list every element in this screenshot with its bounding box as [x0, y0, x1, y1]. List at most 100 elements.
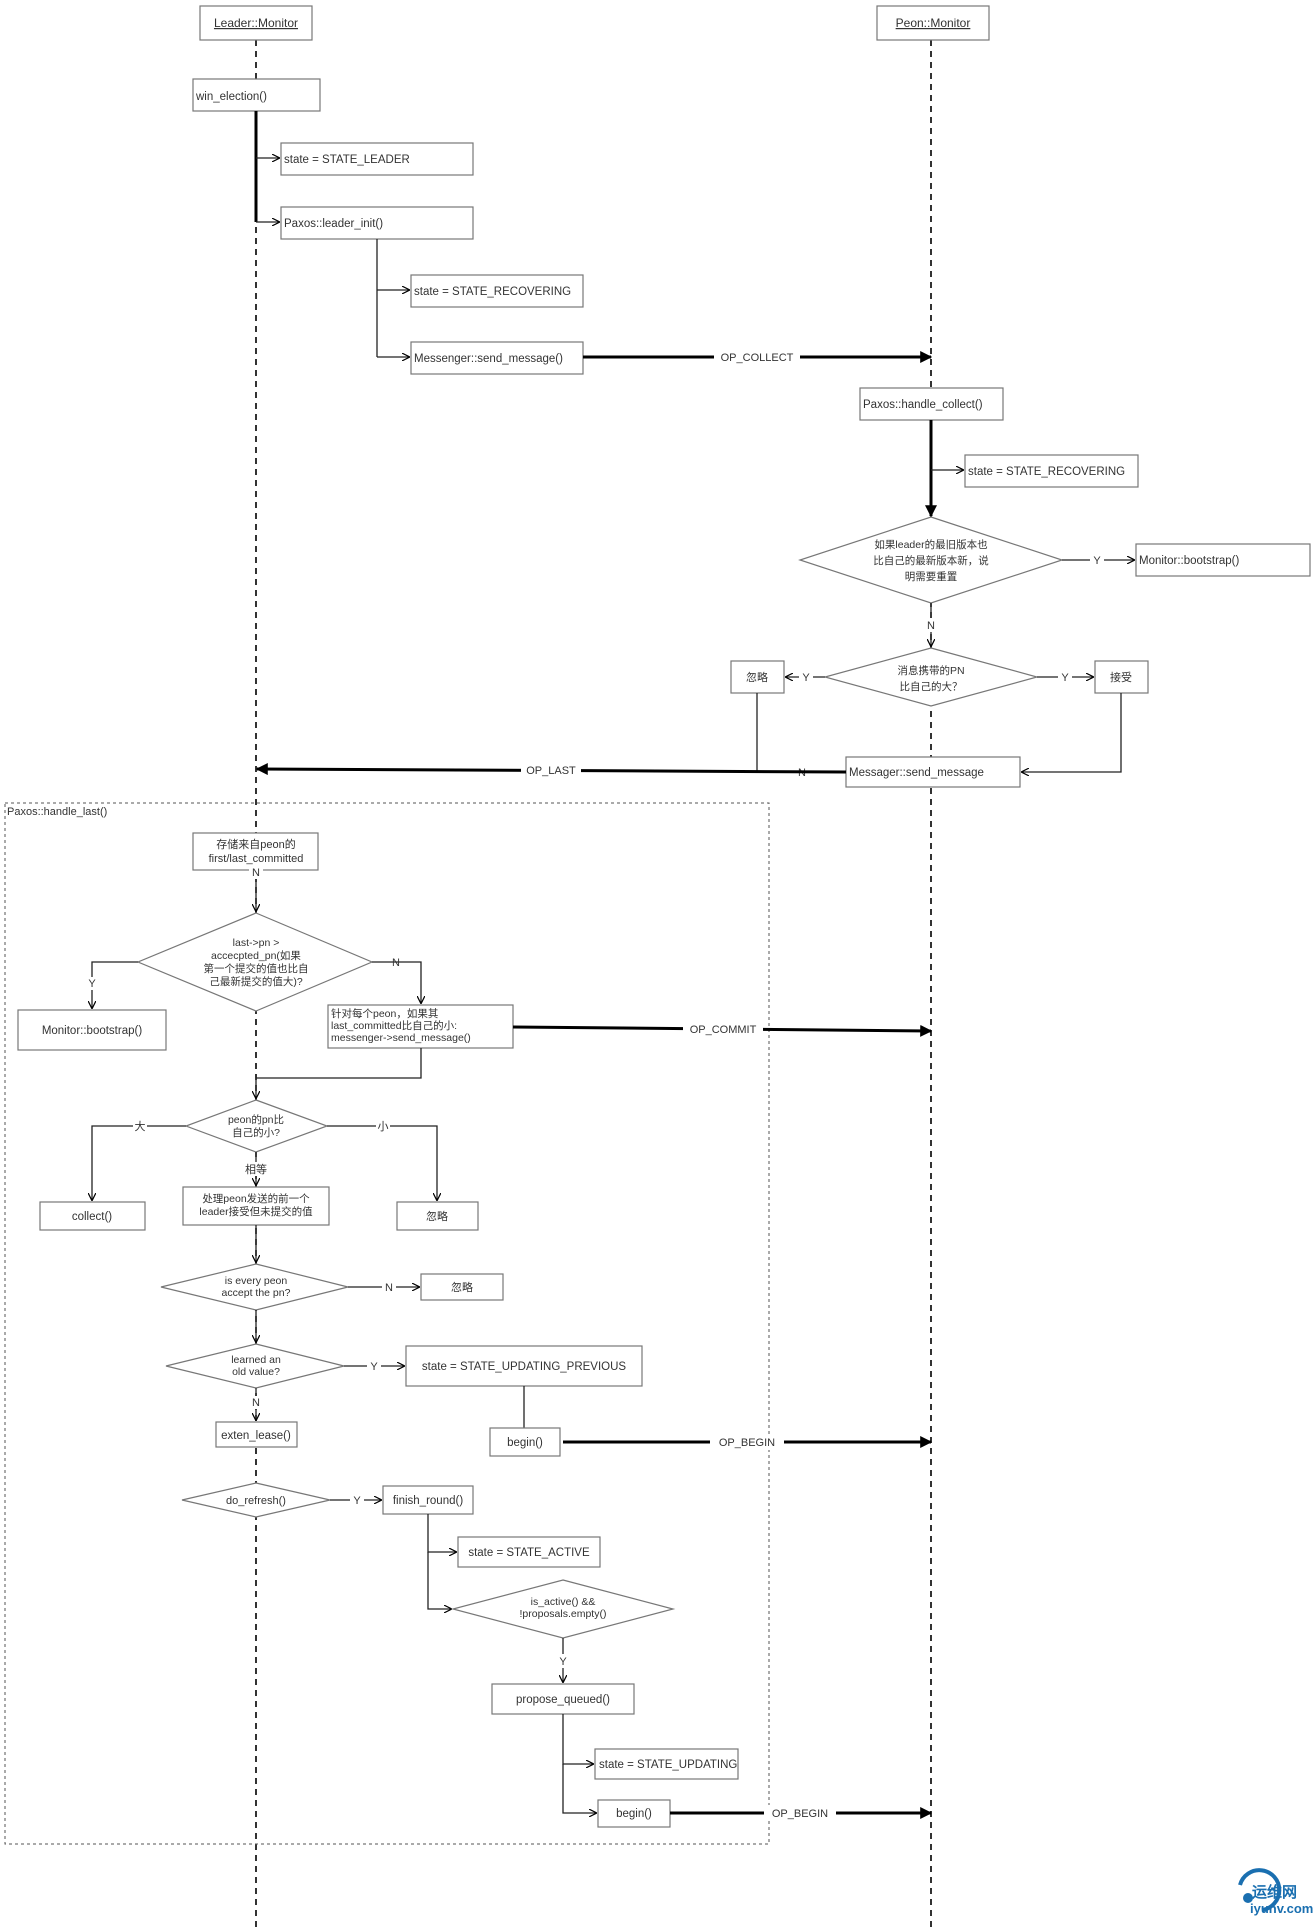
op-commit-label: OP_COMMIT [690, 1024, 757, 1036]
propose-queued-box: propose_queued() [491, 1683, 635, 1715]
store-line-2: first/last_committed [209, 853, 304, 865]
send-message-box-leader: Messenger::send_message() [410, 341, 584, 375]
peon-ignore-label: 忽略 [746, 670, 768, 684]
branch-y-accept: Y [1061, 672, 1069, 684]
ignore-label-2: 忽略 [451, 1280, 473, 1294]
ignore-box-2: 忽略 [420, 1273, 504, 1301]
logo-dot-icon [1243, 1893, 1253, 1903]
foreach-line-3: messenger->send_message() [331, 1032, 471, 1044]
state-updating-label: state = STATE_UPDATING [599, 1759, 737, 1771]
state-updating-box: state = STATE_UPDATING [594, 1748, 739, 1780]
branch-n-pn: N [927, 620, 935, 632]
process-line-1: 处理peon发送的前一个 [202, 1192, 310, 1205]
site-logo: 运维网 iyunv.com [1238, 1868, 1313, 1916]
extend-lease-label: exten_lease() [221, 1430, 291, 1442]
state-active-label: state = STATE_ACTIVE [468, 1547, 590, 1559]
peon-send-message-label: Messager::send_message [849, 767, 984, 779]
begin-label-1: begin() [507, 1437, 543, 1449]
decision-bootstrap-line-2: 比自己的最新版本新，说 [873, 554, 989, 567]
active-line-2: !proposals.empty() [520, 1608, 607, 1620]
pn-compare-line-2: 自己的小? [232, 1126, 280, 1139]
every-peon-line-1: is every peon [225, 1275, 288, 1287]
finish-round-box: finish_round() [382, 1485, 474, 1515]
logo-swirl-icon [1238, 1868, 1282, 1912]
every-peon-line-2: accept the pn? [222, 1287, 291, 1299]
state-leader-box: state = STATE_LEADER [280, 142, 474, 176]
peon-lifeline-header: Peon::Monitor [876, 5, 990, 41]
win-election-label: win_election() [195, 91, 267, 103]
peon-lifeline-label: Peon::Monitor [896, 16, 971, 30]
leader-bootstrap-label: Monitor::bootstrap() [42, 1025, 143, 1037]
leader-bootstrap-box: Monitor::bootstrap() [17, 1009, 167, 1051]
decision-refresh-label: do_refresh() [226, 1495, 286, 1507]
op-begin-label-1: OP_BEGIN [719, 1437, 775, 1449]
peon-accept-box: 接受 [1094, 660, 1149, 694]
extend-lease-box: exten_lease() [215, 1421, 298, 1448]
send-message-label-leader: Messenger::send_message() [414, 353, 563, 365]
learned-line-2: old value? [232, 1366, 280, 1378]
begin-label-2: begin() [616, 1808, 652, 1820]
decision-bootstrap-diamond: 如果leader的最旧版本也 比自己的最新版本新，说 明需要重置 [798, 516, 1064, 604]
ignore-box-1: 忽略 [396, 1201, 479, 1231]
decision-bootstrap-line-3: 明需要重置 [905, 570, 958, 583]
branch-n-extend: N [252, 1397, 260, 1409]
peon-bootstrap-box: Monitor::bootstrap() [1135, 543, 1311, 577]
foreach-line-1: 针对每个peon，如果其 [331, 1007, 438, 1020]
decision-active-diamond: is_active() && !proposals.empty() [450, 1579, 676, 1639]
branch-small: 小 [378, 1120, 389, 1133]
peon-accept-label: 接受 [1110, 671, 1132, 684]
leader-lifeline-header: Leader::Monitor [199, 5, 313, 41]
handle-last-frame [4, 802, 770, 1845]
branch-big: 大 [135, 1119, 146, 1133]
op-begin-label-2: OP_BEGIN [772, 1808, 828, 1820]
state-recovering-label-leader: state = STATE_RECOVERING [414, 286, 571, 298]
branch-n-foreach: N [392, 957, 400, 969]
process-uncommitted-box: 处理peon发送的前一个 leader接受但未提交的值 [182, 1186, 330, 1226]
ignore-label-1: 忽略 [426, 1209, 448, 1223]
begin-box-2: begin() [597, 1799, 671, 1828]
store-line-1: 存储来自peon的 [216, 837, 295, 851]
decision-accepted-diamond: last->pn > accecpted_pn(如果 第一个提交的值也比自 己最… [136, 912, 374, 1012]
decision-bootstrap-line-1: 如果leader的最旧版本也 [874, 538, 987, 551]
foreach-line-2: last_committed比自己的小: [331, 1019, 457, 1032]
propose-queued-label: propose_queued() [516, 1694, 610, 1706]
branch-y-updating-previous: Y [370, 1361, 378, 1373]
foreach-peon-box: 针对每个peon，如果其 last_committed比自己的小: messen… [327, 1004, 514, 1049]
state-leader-label: state = STATE_LEADER [284, 154, 410, 166]
leader-init-label: Paxos::leader_init() [284, 218, 383, 230]
branch-n-ignore-2: N [385, 1282, 393, 1294]
active-line-1: is_active() && [531, 1596, 596, 1608]
op-collect-label: OP_COLLECT [721, 352, 794, 364]
decision-pn-diamond: 消息携带的PN 比自己的大？ [822, 647, 1040, 707]
peon-bootstrap-label: Monitor::bootstrap() [1139, 555, 1240, 567]
state-recovering-box-leader: state = STATE_RECOVERING [410, 274, 584, 308]
collect-box: collect() [39, 1201, 146, 1231]
decision-pn-line-1: 消息携带的PN [897, 664, 964, 677]
pn-compare-line-1: peon的pn比 [228, 1113, 284, 1126]
branch-y-bootstrap: Y [1093, 555, 1101, 567]
branch-equal: 相等 [245, 1162, 267, 1176]
branch-y-bootstrap-2: Y [88, 978, 96, 990]
branch-n-store: N [252, 867, 260, 879]
decision-pn-line-2: 比自己的大？ [900, 680, 963, 693]
decision-every-peon-diamond: is every peon accept the pn? [160, 1263, 349, 1311]
finish-round-label: finish_round() [393, 1495, 463, 1507]
branch-y-finish: Y [353, 1495, 361, 1507]
decision-accepted-line-3: 第一个提交的值也比自 [204, 962, 309, 975]
handle-last-frame-title: Paxos::handle_last() [7, 806, 107, 818]
decision-refresh-diamond: do_refresh() [181, 1482, 331, 1518]
peon-send-message-box: Messager::send_message [845, 756, 1021, 788]
state-updating-previous-label: state = STATE_UPDATING_PREVIOUS [422, 1361, 627, 1373]
branch-y-propose: Y [559, 1656, 567, 1668]
decision-accepted-line-1: last->pn > [233, 937, 280, 949]
learned-line-1: learned an [231, 1354, 281, 1366]
handle-collect-label: Paxos::handle_collect() [863, 399, 983, 411]
branch-y-ignore: Y [802, 672, 810, 684]
leader-init-box: Paxos::leader_init() [280, 206, 474, 240]
begin-box-1: begin() [489, 1427, 561, 1457]
decision-learned-diamond: learned an old value? [165, 1343, 345, 1389]
state-updating-previous-box: state = STATE_UPDATING_PREVIOUS [405, 1345, 643, 1387]
op-last-label: OP_LAST [526, 765, 576, 777]
logo-name: 运维网 [1252, 1883, 1297, 1901]
win-election-box: win_election() [192, 78, 321, 112]
